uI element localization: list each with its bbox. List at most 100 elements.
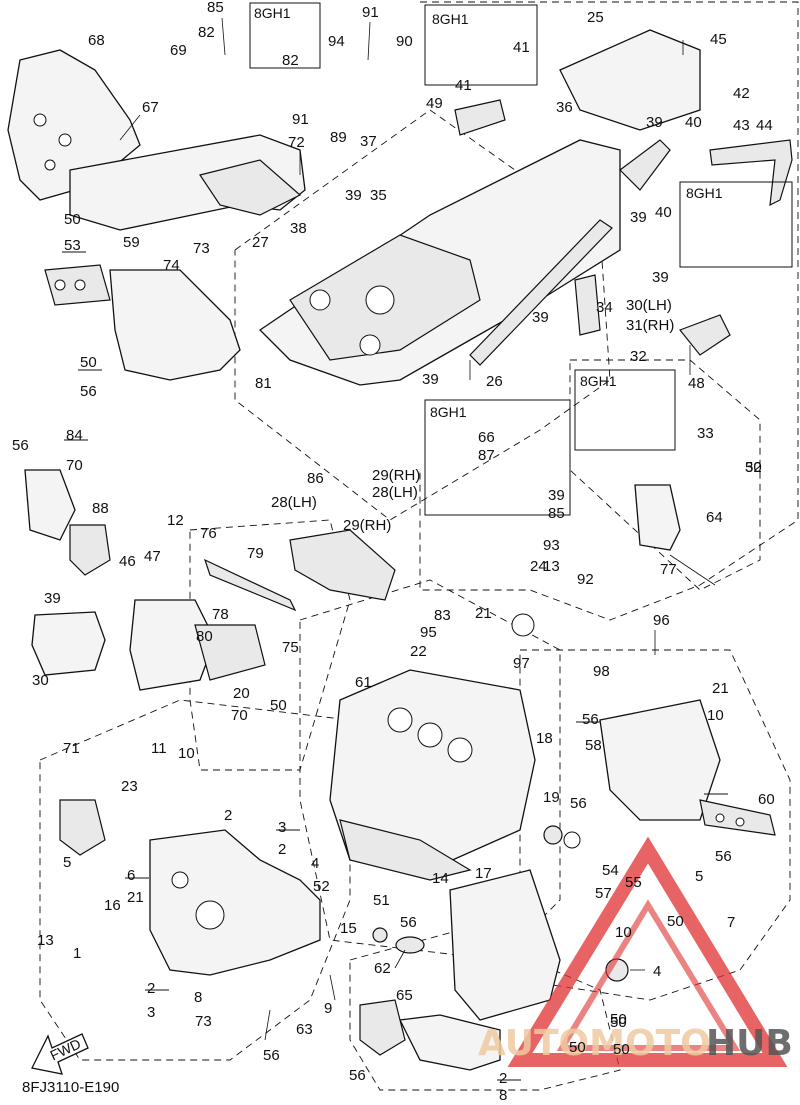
callout-number: 50 xyxy=(745,459,762,476)
callout-number: 4 xyxy=(311,855,319,872)
callout-number: 74 xyxy=(163,257,180,274)
part-58-bumper xyxy=(599,699,721,821)
callout-number: 16 xyxy=(104,897,121,914)
callout-number: 14 xyxy=(432,870,449,887)
callout-number: 33 xyxy=(697,425,714,442)
callout-number: 81 xyxy=(255,375,272,392)
callout-number: 91 xyxy=(292,111,309,128)
callout-number: 70 xyxy=(66,457,83,474)
callout-number: 95 xyxy=(420,624,437,641)
callout-number: 48 xyxy=(688,375,705,392)
callout-number: 39 xyxy=(652,269,669,286)
callout-number: 53 xyxy=(64,237,81,254)
variant-box-label: 8GH1 xyxy=(254,5,291,21)
callout-number: 50 xyxy=(667,913,684,930)
callout-number: 96 xyxy=(653,612,670,629)
callout-number: 31(RH) xyxy=(626,317,674,334)
callout-number: 12 xyxy=(167,512,184,529)
callout-number: 56 xyxy=(12,437,29,454)
callout-number: 3 xyxy=(278,819,286,836)
callout-number: 56 xyxy=(263,1047,280,1064)
callout-number: 39 xyxy=(532,309,549,326)
callout-number: 21 xyxy=(475,605,492,622)
callout-number: 5 xyxy=(695,868,703,885)
watermark-logo: AUTOMOTO HUB xyxy=(478,836,793,1067)
callout-number: 64 xyxy=(706,509,723,526)
callout-number: 56 xyxy=(715,848,732,865)
callout-number: 56 xyxy=(349,1067,366,1084)
callout-number: 2 xyxy=(224,807,232,824)
callout-number: 50 xyxy=(613,1041,630,1058)
callout-number: 52 xyxy=(313,878,330,895)
callout-number: 47 xyxy=(144,548,161,565)
callout-number: 22 xyxy=(410,643,427,660)
part-shapes xyxy=(7,29,793,1071)
callout-number: 43 xyxy=(733,117,750,134)
callout-number: 90 xyxy=(396,33,413,50)
callout-number: 35 xyxy=(370,187,387,204)
variant-box-label: 8GH1 xyxy=(686,185,723,201)
callout-number: 94 xyxy=(328,33,345,50)
callout-number: 10 xyxy=(615,924,632,941)
callout-number: 61 xyxy=(355,674,372,691)
callout-number: 58 xyxy=(585,737,602,754)
callout-number: 62 xyxy=(374,960,391,977)
callout-number: 17 xyxy=(475,865,492,882)
callout-number: 34 xyxy=(596,299,613,316)
callout-number: 28(LH) xyxy=(271,494,317,511)
callout-number: 65 xyxy=(396,987,413,1004)
callout-number: 56 xyxy=(582,711,599,728)
callout-number: 11 xyxy=(151,740,167,757)
callout-number: 83 xyxy=(434,607,451,624)
callout-number: 24 xyxy=(530,558,547,575)
callout-number: 86 xyxy=(307,470,324,487)
callout-number: 88 xyxy=(92,500,109,517)
watermark-text-a: AUTOMOTO xyxy=(478,1023,711,1064)
callout-number: 13 xyxy=(543,558,560,575)
callout-number: 39 xyxy=(422,371,439,388)
callout-number: 25 xyxy=(587,9,604,26)
callout-number: 45 xyxy=(710,31,727,48)
callout-number: 91 xyxy=(362,4,379,21)
callout-number: 56 xyxy=(80,383,97,400)
callout-number: 69 xyxy=(170,42,187,59)
callout-number: 82 xyxy=(282,52,299,69)
callout-number: 2 xyxy=(278,841,286,858)
callout-number: 1 xyxy=(73,945,81,962)
variant-box-label: 8GH1 xyxy=(432,11,469,27)
callout-number: 4 xyxy=(653,963,661,980)
callout-number: 98 xyxy=(593,663,610,680)
callout-number: 79 xyxy=(247,545,264,562)
callout-number: 55 xyxy=(625,874,642,891)
leader-lines xyxy=(119,17,716,1041)
callout-number: 68 xyxy=(88,32,105,49)
callout-number: 89 xyxy=(330,129,347,146)
callout-number: 10 xyxy=(178,745,195,762)
callout-number: 85 xyxy=(548,505,565,522)
callout-number: 50 xyxy=(569,1039,586,1056)
callout-number: 41 xyxy=(455,77,472,94)
callout-number: 50 xyxy=(270,697,287,714)
part-42-bar xyxy=(709,139,793,207)
callout-number: 2 xyxy=(499,1070,507,1087)
callout-number: 40 xyxy=(655,204,672,221)
callout-number: 92 xyxy=(577,571,594,588)
drawing-code: 8FJ3110-E190 xyxy=(22,1079,119,1096)
callout-number: 6 xyxy=(127,867,135,884)
callout-number: 39 xyxy=(630,209,647,226)
callout-number: 19 xyxy=(543,789,560,806)
callout-number: 30(LH) xyxy=(626,297,672,314)
callout-number: 49 xyxy=(426,95,443,112)
callout-number: 21 xyxy=(127,889,144,906)
callout-number: 75 xyxy=(282,639,299,656)
part-25-deck xyxy=(559,29,701,131)
callout-number: 32 xyxy=(630,348,647,365)
part-67-upper-tube xyxy=(69,134,306,231)
callout-number: 30 xyxy=(32,672,49,689)
callout-number: 73 xyxy=(195,1013,212,1030)
callout-number: 56 xyxy=(570,795,587,812)
callout-number: 39 xyxy=(345,187,362,204)
direction-label: FWD xyxy=(48,1035,84,1063)
